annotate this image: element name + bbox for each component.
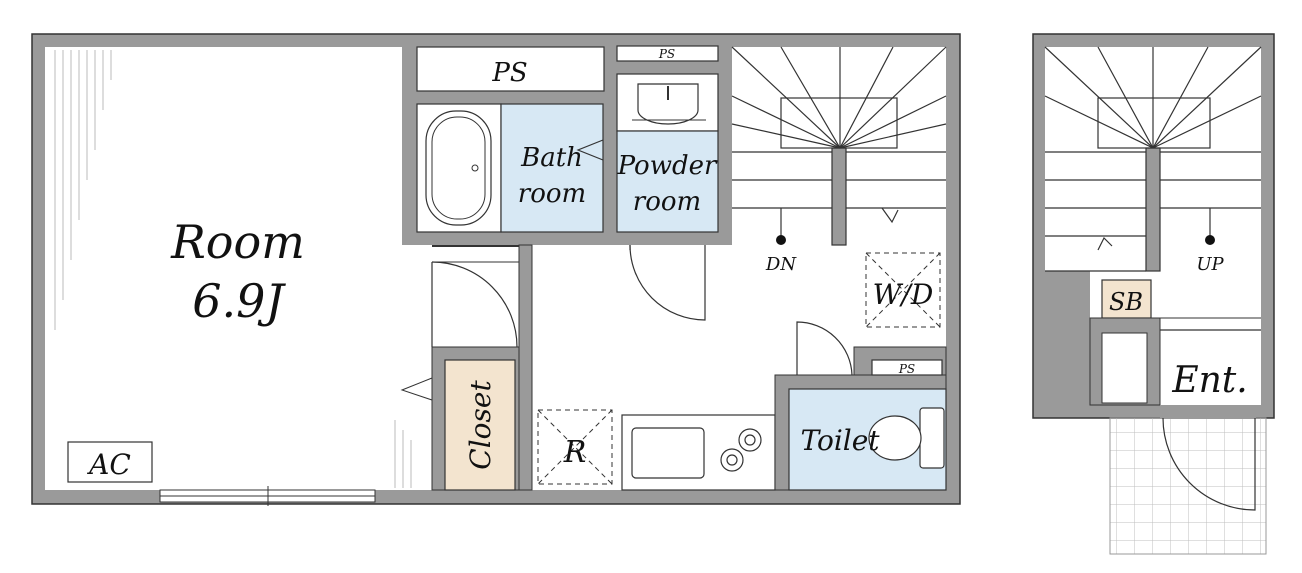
stair-main [731, 46, 947, 246]
fridge-space [537, 409, 613, 485]
room-label: Room [170, 215, 305, 269]
ps-toilet-label: PS [898, 362, 915, 376]
entry-floor [1032, 33, 1275, 555]
powder-label-2: room [633, 187, 701, 217]
main-floor [31, 33, 961, 506]
closet-label: Closet [464, 380, 497, 470]
porch-tiles [1109, 417, 1267, 555]
ac-box [67, 441, 153, 483]
bath-label-2: room [518, 179, 586, 209]
bath-label: Bath [520, 143, 583, 173]
sb-label: SB [1109, 288, 1143, 316]
ps-top-label: PS [491, 58, 527, 88]
bathroom-area [500, 103, 604, 233]
dn-label: DN [765, 254, 797, 275]
room-size-label: 6.9J [192, 274, 286, 328]
washer-space [865, 252, 941, 328]
powder-room-area [616, 130, 719, 233]
fridge-label: R [563, 435, 587, 470]
ac-label: AC [86, 448, 131, 481]
closet-area [444, 359, 516, 491]
up-label: UP [1196, 254, 1224, 275]
toilet-label: Toilet [800, 424, 880, 457]
ps-small-label: PS [658, 47, 675, 61]
stair-upper [1044, 46, 1262, 272]
ps-top-box [416, 46, 605, 92]
entrance-label: Ent. [1171, 360, 1247, 401]
washer-label: W/D [873, 278, 934, 311]
powder-label: Powder [617, 151, 718, 181]
shoe-box [1101, 279, 1152, 319]
ps-small-box [616, 45, 719, 62]
kitchen-sink [631, 427, 705, 479]
ps-toilet-box [871, 359, 943, 376]
